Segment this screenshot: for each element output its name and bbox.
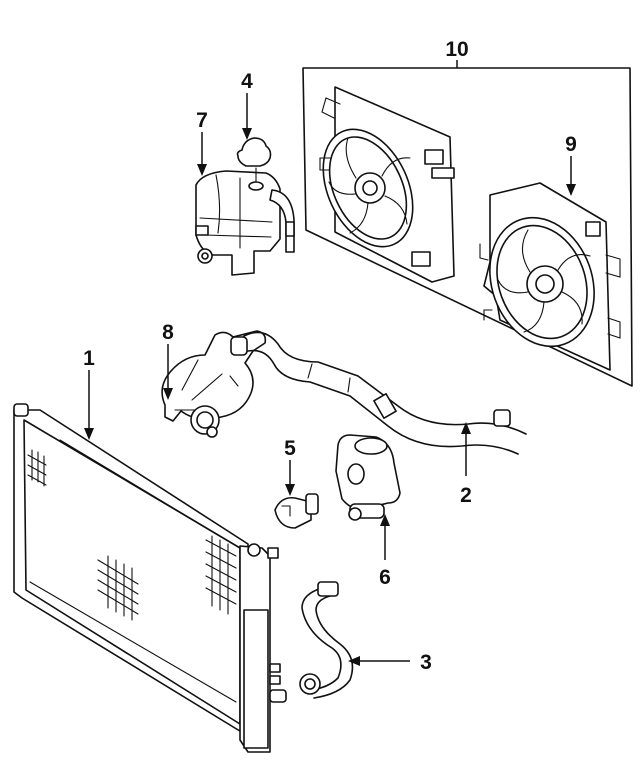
callout-number: 2 [460, 484, 472, 507]
callout-8[interactable]: 8 [162, 321, 174, 400]
callout-number: 8 [162, 321, 174, 344]
water-pump [161, 330, 267, 438]
callout-number: 6 [379, 566, 391, 589]
callout-number: 3 [420, 651, 432, 674]
thermostat-housing [335, 434, 401, 521]
upper-hose [230, 331, 527, 455]
right-fan-shroud [479, 182, 621, 371]
callout-3[interactable]: 3 [348, 651, 432, 674]
callout-2[interactable]: 2 [460, 422, 472, 507]
radiator [13, 403, 287, 753]
coolant-reservoir [195, 170, 295, 276]
callout-number: 1 [83, 347, 95, 370]
callout-number: 5 [284, 437, 296, 460]
callout-10[interactable]: 10 [445, 38, 469, 68]
left-fan-shroud [319, 86, 455, 283]
lower-hose [299, 581, 354, 699]
fan-assembly-group [302, 67, 633, 387]
callout-4[interactable]: 4 [241, 70, 253, 140]
callout-number: 7 [196, 109, 208, 132]
callout-7[interactable]: 7 [196, 109, 208, 176]
fan-assembly-outline [302, 67, 633, 387]
callout-6[interactable]: 6 [379, 514, 391, 589]
callout-9[interactable]: 9 [565, 133, 577, 196]
callout-1[interactable]: 1 [83, 347, 95, 440]
reservoir-cap [236, 137, 272, 191]
callout-number: 10 [445, 38, 468, 61]
callout-5[interactable]: 5 [284, 437, 296, 496]
thermostat [274, 493, 319, 529]
callout-number: 9 [565, 133, 577, 156]
callout-number: 4 [241, 70, 253, 93]
